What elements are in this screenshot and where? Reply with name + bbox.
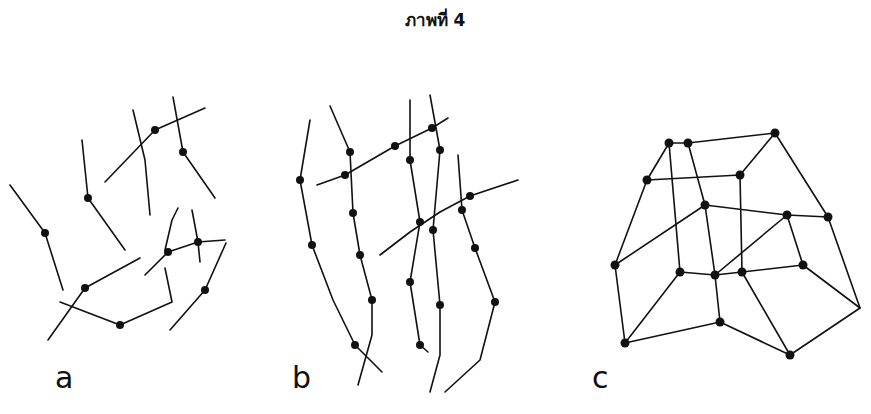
panel-label: c (592, 360, 609, 395)
figure-title: ภาพที่ 4 (405, 6, 466, 33)
panel-label: b (292, 360, 311, 395)
panel-label: a (55, 360, 73, 395)
